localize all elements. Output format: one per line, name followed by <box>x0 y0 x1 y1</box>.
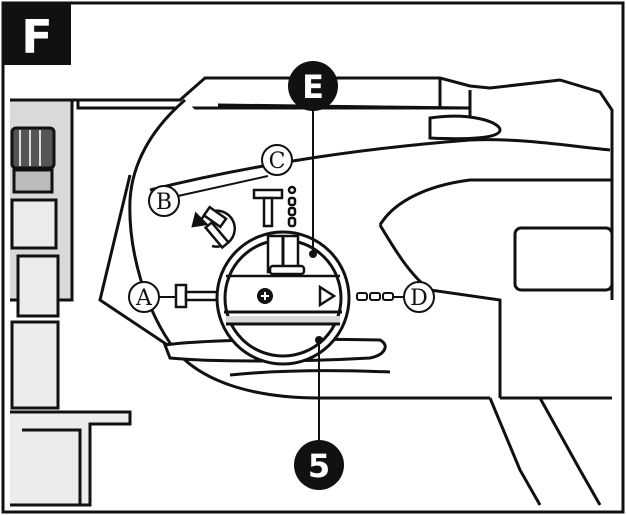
left-background-parts <box>10 98 132 507</box>
marker-5: 5 <box>294 440 344 490</box>
hammer-drill-mode-icon <box>252 185 297 228</box>
chisel-rotation-icon <box>191 205 236 250</box>
svg-text:D: D <box>410 286 428 311</box>
callout-d: D <box>403 281 435 313</box>
marker-e: E <box>288 61 338 111</box>
callout-b: B <box>148 185 180 217</box>
svg-text:A: A <box>135 286 153 311</box>
svg-text:B: B <box>156 190 172 215</box>
svg-text:F: F <box>21 10 52 64</box>
svg-text:5: 5 <box>308 447 330 485</box>
mode-selector-dial[interactable] <box>215 230 351 366</box>
svg-text:C: C <box>269 149 286 174</box>
direction-symbol-d <box>356 292 394 301</box>
callout-c: C <box>261 144 293 176</box>
panel-label-badge: F <box>3 3 71 65</box>
leader-lines <box>158 100 404 450</box>
callout-a: A <box>128 281 160 313</box>
svg-text:E: E <box>302 68 324 106</box>
